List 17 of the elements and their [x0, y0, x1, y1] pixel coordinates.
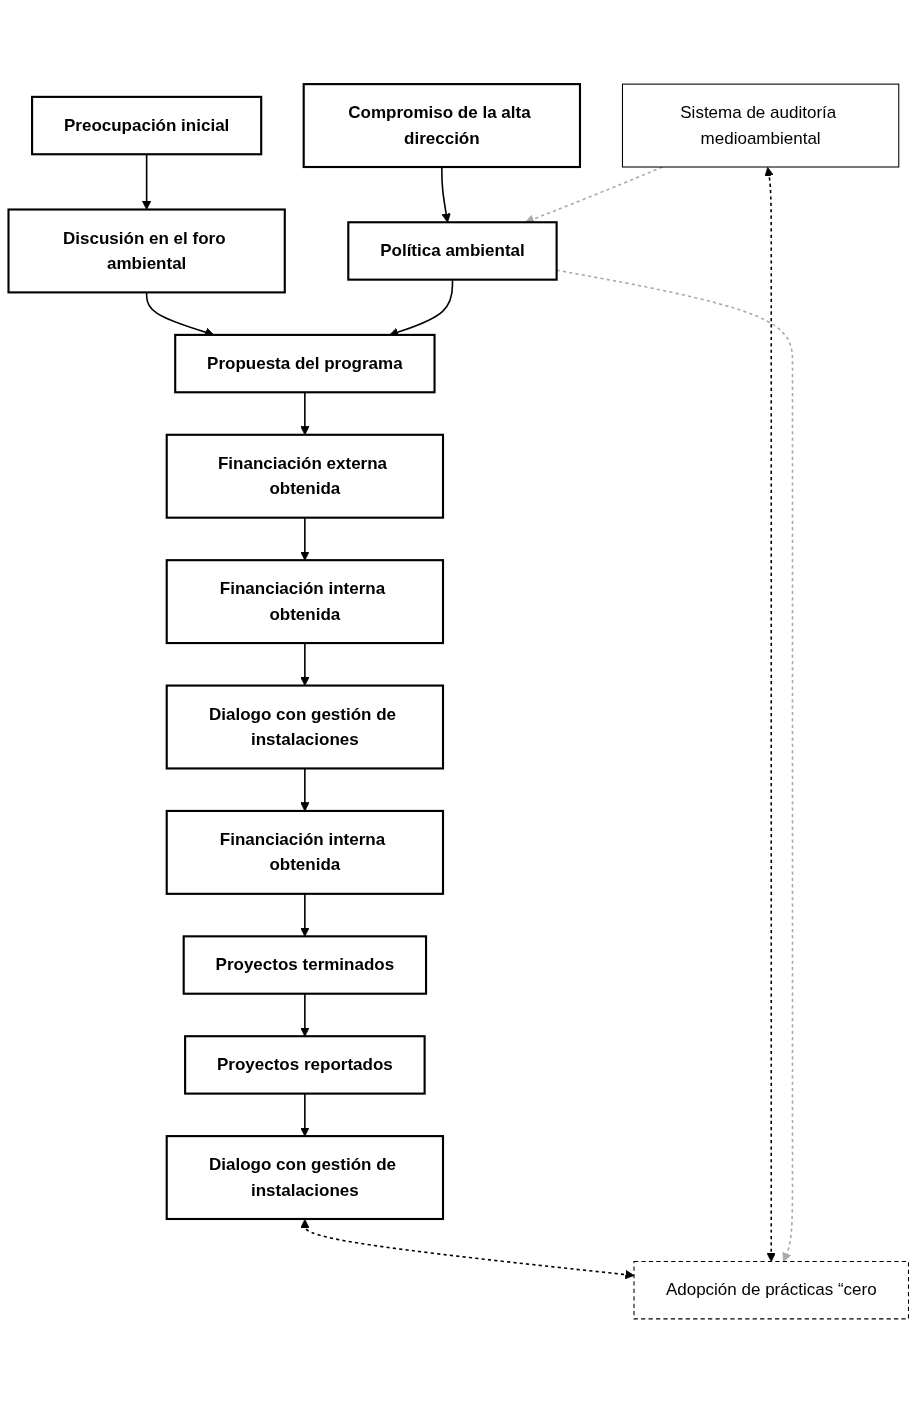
arrow — [764, 167, 776, 1262]
arrow — [300, 893, 310, 937]
node-box: Propuesta del programa — [174, 333, 436, 394]
node-box: Dialogo con gestión de instalaciones — [165, 684, 445, 770]
node-box: Adopción de prácticas “cero — [633, 1260, 910, 1320]
node-box: Financiación interna obtenida — [165, 809, 445, 895]
node-box: Sistema de auditoría medioambiental — [621, 83, 900, 168]
node-box: Dialogo con gestión de instalaciones — [165, 1135, 445, 1221]
node-box: Proyectos reportados — [184, 1035, 426, 1095]
arrow — [300, 1219, 635, 1280]
node-box: Financiación externa obtenida — [165, 433, 445, 519]
node-box: Política ambiental — [347, 221, 558, 281]
node-box: Compromiso de la alta dirección — [302, 83, 582, 169]
node-box: Preocupación inicial — [31, 95, 263, 156]
node-box: Financiación interna obtenida — [165, 559, 445, 645]
node-box: Discusión en el foro ambiental — [7, 208, 286, 294]
node-box: Proyectos terminados — [182, 935, 428, 995]
